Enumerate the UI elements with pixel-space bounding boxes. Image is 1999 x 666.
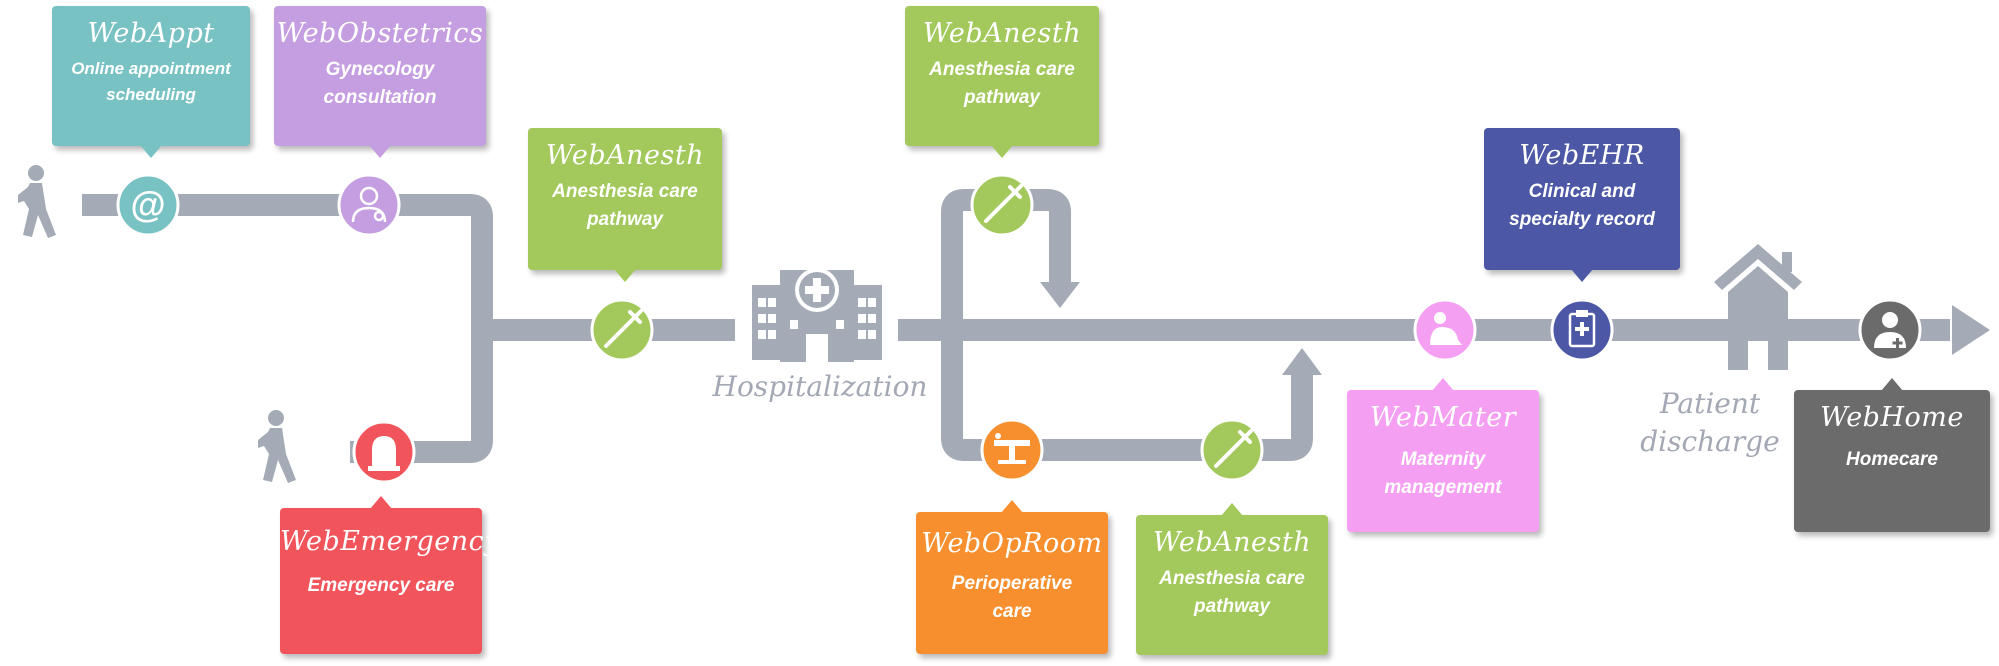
card-description: Clinical and specialty record <box>1509 181 1655 230</box>
card-pointer <box>991 145 1013 158</box>
patient-discharge-caption: Patient discharge <box>1640 385 1780 461</box>
card-webanesth-upper[interactable]: WebAnesth Anesthesia care pathway <box>905 6 1099 158</box>
card-description: Anesthesia care pathway <box>929 59 1075 108</box>
walking-person-icon <box>18 165 56 238</box>
card-pointer <box>1001 500 1023 513</box>
card-description: Maternity management <box>1384 449 1502 498</box>
card-title: WebHome <box>1820 402 1964 433</box>
house-icon <box>1714 244 1802 370</box>
card-description: Online appointment scheduling <box>71 59 231 104</box>
lower-loop-track <box>941 330 1313 461</box>
hospitalization-caption: Hospitalization <box>712 370 928 403</box>
card-title: WebAppt <box>87 18 215 49</box>
arrow-right-icon <box>1952 305 1990 355</box>
card-title: WebEmergency <box>280 526 501 557</box>
card-description: Anesthesia care pathway <box>552 181 698 230</box>
mother-baby-icon <box>1430 312 1462 345</box>
card-webehr[interactable]: WebEHR Clinical and specialty record <box>1484 128 1680 282</box>
discharge-line-1: Patient <box>1659 387 1761 420</box>
node-emergency[interactable] <box>352 420 416 484</box>
card-weboproom[interactable]: WebOpRoom Perioperative care <box>916 500 1108 654</box>
card-webemergency[interactable]: WebEmergency Emergency care <box>280 496 501 654</box>
alarm-siren-icon <box>368 436 400 471</box>
discharge-line-2: discharge <box>1640 425 1780 458</box>
node-anesth-main[interactable] <box>590 298 654 362</box>
card-description: Perioperative care <box>951 573 1073 622</box>
card-title: WebMater <box>1369 402 1517 433</box>
card-webanesth-main[interactable]: WebAnesth Anesthesia care pathway <box>528 128 722 282</box>
syringe-icon <box>1214 429 1253 468</box>
card-title: WebAnesth <box>922 18 1082 49</box>
node-anesth-lower[interactable] <box>1200 418 1264 482</box>
card-description: Gynecology consultation <box>323 59 437 108</box>
card-title: WebEHR <box>1519 140 1645 171</box>
at-icon: @ <box>130 184 165 225</box>
card-pointer <box>370 496 392 509</box>
card-title: WebOpRoom <box>921 528 1103 559</box>
doctor-icon <box>351 186 387 223</box>
clipboard-icon <box>1568 310 1596 348</box>
node-maternity[interactable] <box>1413 298 1477 362</box>
node-homecare[interactable] <box>1858 298 1922 362</box>
card-description: Emergency care <box>307 575 455 596</box>
card-description: Anesthesia care pathway <box>1159 568 1305 617</box>
card-pointer <box>1432 378 1454 391</box>
card-webappt[interactable]: WebAppt Online appointment scheduling <box>52 6 250 158</box>
card-pointer <box>614 269 636 282</box>
card-pointer <box>369 145 391 158</box>
card-title: WebAnesth <box>545 140 705 171</box>
card-pointer <box>1221 503 1243 516</box>
card-title: WebObstetrics <box>276 18 484 49</box>
node-operating-room[interactable] <box>980 418 1044 482</box>
walking-person-icon <box>258 410 296 483</box>
card-pointer <box>1881 378 1903 391</box>
operating-table-icon <box>994 433 1030 464</box>
card-webanesth-lower[interactable]: WebAnesth Anesthesia care pathway <box>1136 503 1328 655</box>
card-webobstetrics[interactable]: WebObstetrics Gynecology consultation <box>274 6 486 158</box>
node-appointment[interactable]: @ <box>116 173 180 237</box>
card-webhome[interactable]: WebHome Homecare <box>1794 378 1990 532</box>
arrow-down-icon <box>1040 282 1080 308</box>
home-patient-icon <box>1874 312 1906 348</box>
hospital-building-icon <box>752 268 882 362</box>
card-description: Homecare <box>1846 449 1938 470</box>
card-pointer <box>1571 269 1593 282</box>
card-webmater[interactable]: WebMater Maternity management <box>1347 378 1539 532</box>
syringe-icon <box>604 309 643 348</box>
node-ehr[interactable] <box>1550 298 1614 362</box>
card-pointer <box>140 145 162 158</box>
syringe-icon <box>984 184 1023 223</box>
arrow-up-icon <box>1282 348 1322 375</box>
card-title: WebAnesth <box>1152 527 1312 558</box>
node-obstetrics[interactable] <box>337 173 401 237</box>
node-anesth-upper[interactable] <box>970 173 1034 237</box>
